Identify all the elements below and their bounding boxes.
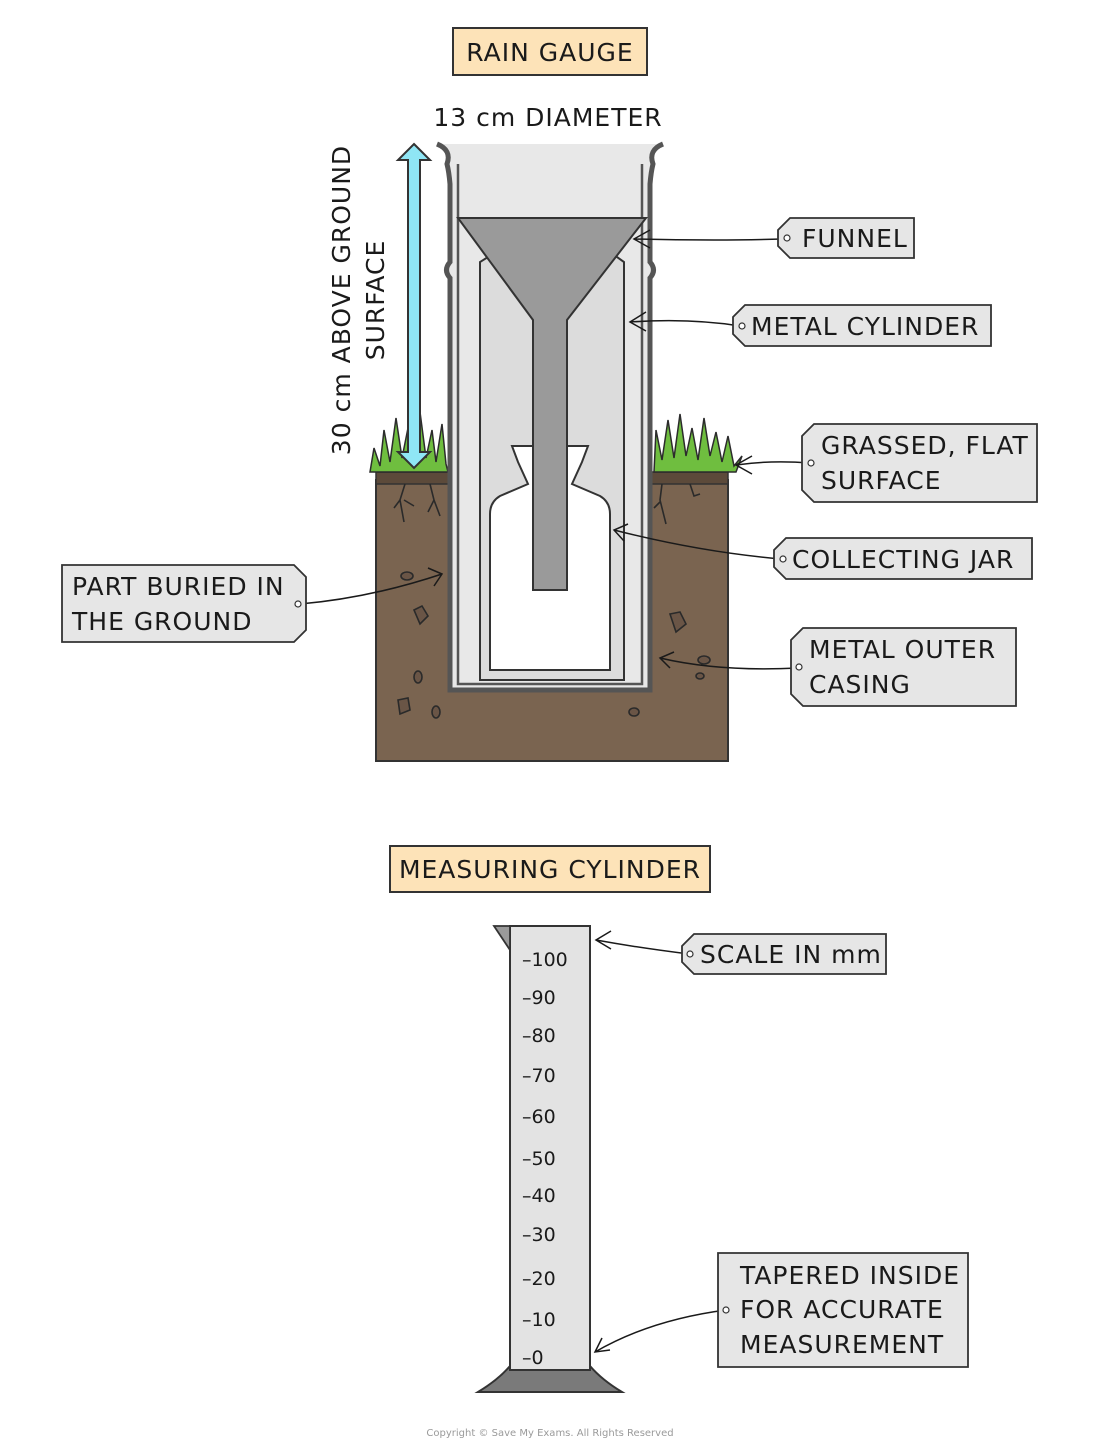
- rain-gauge-title: RAIN GAUGE: [452, 27, 648, 76]
- scale-ticks: –100 –90 –80 –70 –60 –50 –40 –30 –20 –10…: [522, 949, 568, 1369]
- tick-20: –20: [522, 1268, 556, 1290]
- tick-100: –100: [522, 949, 568, 971]
- height-label-line1: 30 cm ABOVE GROUND: [327, 145, 356, 455]
- tick-0: –0: [522, 1347, 544, 1369]
- leader-lines: [299, 229, 811, 1353]
- rain-gauge-title-text: RAIN GAUGE: [466, 38, 633, 67]
- buried-label-line2: THE GROUND: [71, 607, 252, 636]
- funnel-tag: FUNNEL: [777, 217, 915, 259]
- tick-30: –30: [522, 1224, 556, 1246]
- height-label: 30 cm ABOVE GROUND SURFACE: [327, 145, 390, 455]
- tick-50: –50: [522, 1148, 556, 1170]
- tapered-label-line3: MEASUREMENT: [740, 1330, 944, 1359]
- tapered-tag: TAPERED INSIDE FOR ACCURATE MEASUREMENT: [717, 1252, 969, 1368]
- tick-40: –40: [522, 1185, 556, 1207]
- metal-cylinder-tag: METAL CYLINDER: [732, 304, 992, 347]
- collecting-jar-label: COLLECTING JAR: [792, 545, 1014, 574]
- copyright-notice: Copyright © Save My Exams. All Rights Re…: [426, 1428, 673, 1439]
- roots: [393, 483, 701, 525]
- height-label-line2: SURFACE: [361, 240, 390, 361]
- cylinder-base: [474, 1365, 626, 1393]
- scale-tag: SCALE IN mm: [681, 933, 887, 975]
- buried-label-line1: PART BURIED IN: [72, 572, 285, 601]
- tapered-label-line1: TAPERED INSIDE: [739, 1261, 960, 1290]
- cylinder-spout: [492, 925, 511, 953]
- measuring-cylinder-title: MEASURING CYLINDER: [389, 845, 711, 893]
- collecting-jar-tag: COLLECTING JAR: [773, 537, 1033, 580]
- stones: [397, 571, 711, 719]
- tick-70: –70: [522, 1065, 556, 1087]
- metal-outer-casing-tag: METAL OUTER CASING: [790, 627, 1017, 707]
- tick-80: –80: [522, 1025, 556, 1047]
- metal-outer-label-line1: METAL OUTER: [809, 635, 996, 664]
- measuring-cylinder-title-text: MEASURING CYLINDER: [399, 855, 701, 884]
- measuring-cylinder: [474, 925, 626, 1393]
- tick-10: –10: [522, 1309, 556, 1331]
- grassed-label-line1: GRASSED, FLAT: [821, 431, 1029, 460]
- tick-90: –90: [522, 987, 556, 1009]
- part-buried-tag: PART BURIED IN THE GROUND: [61, 564, 307, 643]
- cylinder-tube: [509, 925, 591, 1371]
- metal-outer-label-line2: CASING: [809, 670, 911, 699]
- scale-label: SCALE IN mm: [700, 940, 882, 969]
- grass-right: [653, 413, 743, 473]
- funnel-label: FUNNEL: [802, 224, 908, 253]
- tick-60: –60: [522, 1106, 556, 1128]
- height-arrow: [395, 142, 433, 470]
- metal-cylinder-label: METAL CYLINDER: [751, 312, 979, 341]
- funnel: [456, 217, 649, 591]
- diameter-label: 13 cm DIAMETER: [433, 103, 662, 132]
- grassed-surface-tag: GRASSED, FLAT SURFACE: [801, 423, 1038, 503]
- tapered-label-line2: FOR ACCURATE: [740, 1295, 944, 1324]
- grassed-label-line2: SURFACE: [821, 466, 942, 495]
